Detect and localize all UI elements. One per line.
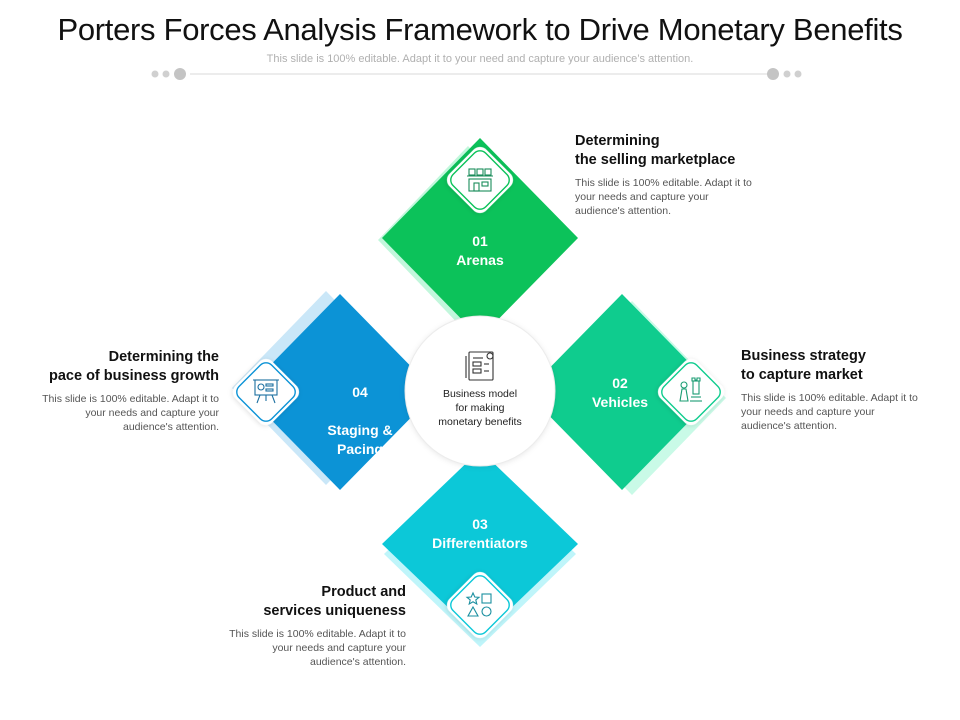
badge-left — [232, 358, 300, 426]
badge-bottom — [446, 571, 514, 639]
force-number: 02 — [612, 375, 628, 391]
force-number: 04 — [352, 384, 368, 400]
center-label: Business model for making monetary benef… — [438, 388, 522, 428]
info-heading: Product and services uniqueness — [263, 584, 406, 619]
slide-title: Porters Forces Analysis Framework to Dri… — [57, 12, 903, 47]
force-label-staging: 04 Staging & Pacing — [300, 364, 420, 478]
center-circle — [405, 316, 555, 466]
info-block-arenas: Determining the selling marketplace This… — [575, 132, 815, 218]
diamond-arenas — [382, 138, 578, 338]
force-name: Staging & Pacing — [327, 422, 393, 457]
force-label-differentiators: 03 Differentiators — [410, 515, 550, 553]
info-block-staging: Determining the pace of business growth … — [8, 348, 219, 434]
diamond-vehicles — [526, 294, 718, 490]
shop-icon — [467, 168, 493, 192]
info-block-differentiators: Product and services uniqueness This sli… — [160, 583, 406, 669]
chess-strategy-icon — [679, 377, 702, 402]
presentation-board-icon — [253, 379, 279, 404]
title-divider — [151, 68, 802, 80]
badge-right — [657, 358, 725, 426]
force-label-arenas: 01 Arenas — [430, 232, 530, 270]
info-description: This slide is 100% editable. Adapt it to… — [42, 393, 219, 433]
force-label-vehicles: 02 Vehicles — [570, 374, 670, 412]
slide-subtitle: This slide is 100% editable. Adapt it to… — [266, 53, 694, 65]
business-model-icon — [465, 351, 494, 381]
force-number: 01 — [472, 233, 488, 249]
info-heading: Determining the pace of business growth — [49, 349, 219, 384]
info-heading: Business strategy to capture market — [741, 348, 866, 383]
shapes-icon — [465, 591, 492, 617]
force-name: Differentiators — [432, 535, 528, 551]
info-block-vehicles: Business strategy to capture market This… — [741, 347, 956, 433]
info-description: This slide is 100% editable. Adapt it to… — [575, 177, 752, 217]
diamond-differentiators — [382, 450, 578, 638]
force-number: 03 — [472, 516, 488, 532]
diamond-staging — [244, 294, 436, 490]
badge-top — [446, 146, 514, 214]
force-name: Vehicles — [591, 394, 649, 410]
info-description: This slide is 100% editable. Adapt it to… — [741, 392, 918, 432]
force-name: Arenas — [456, 252, 504, 268]
info-heading: Determining the selling marketplace — [575, 133, 736, 168]
info-description: This slide is 100% editable. Adapt it to… — [229, 628, 406, 668]
